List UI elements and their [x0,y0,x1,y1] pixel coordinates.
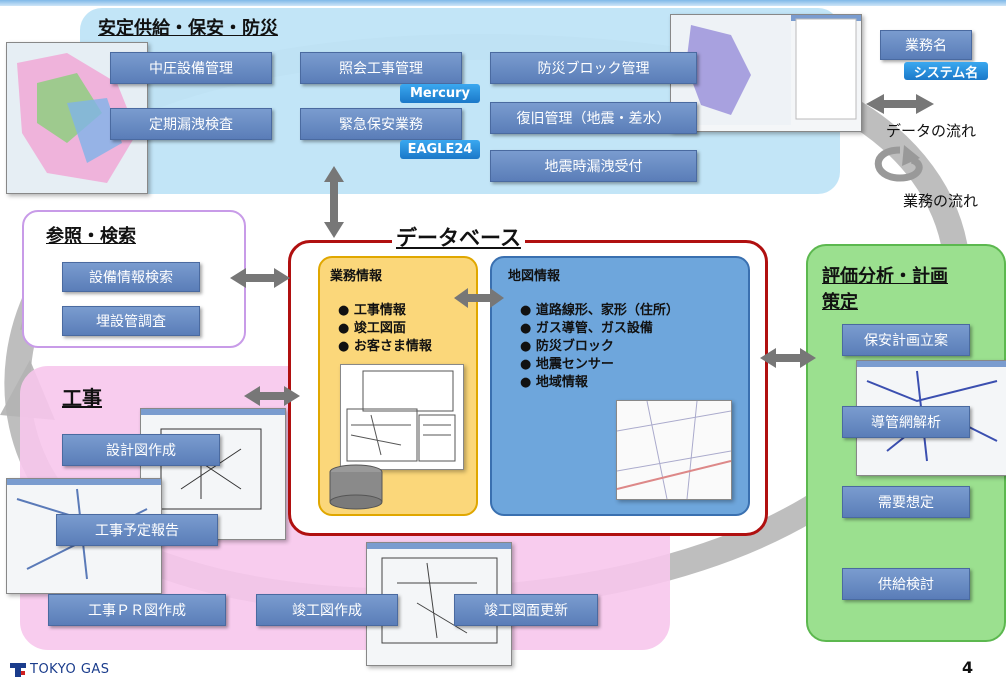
completion-drawing-box[interactable]: 竣工図作成 [256,594,398,626]
demand-forecast-box[interactable]: 需要想定 [842,486,970,518]
supply-section-title: 安定供給・保安・防災 [98,18,278,39]
map-info-title: 地図情報 [508,269,561,284]
buried-pipe-survey-box[interactable]: 埋設管調査 [62,306,200,336]
earthquake-leak-reception-box[interactable]: 地震時漏洩受付 [490,150,697,182]
legend-system-name-tag: システム名 [904,62,988,81]
tokyo-gas-logo: TOKYO GAS [10,662,110,677]
business-info-list: ● 工事情報 ● 竣工図面 ● お客さま情報 [338,302,432,356]
pipe-network-analysis-box[interactable]: 導管網解析 [842,406,970,438]
map-bullet: ● 地震センサー [520,357,614,372]
legend-data-flow-label: データの流れ [886,122,977,140]
legend-business-name: 業務名 [880,30,972,60]
legend-business-flow-label: 業務の流れ [903,192,979,210]
construction-pr-map-box[interactable]: 工事ＰＲ図作成 [48,594,226,626]
eagle24-system-tag: EAGLE24 [400,140,480,159]
business-bullet: ● 工事情報 [338,303,406,318]
analysis-section-title-line1: 評価分析・計画 [822,266,948,287]
design-drawing-box[interactable]: 設計図作成 [62,434,220,466]
supply-system-screenshot [670,14,862,132]
database-title: データベース [392,222,525,252]
mp-facility-management-box[interactable]: 中圧設備管理 [110,52,272,84]
inquiry-construction-box[interactable]: 照会工事管理 [300,52,462,84]
map-bullet: ● 防災ブロック [520,339,614,354]
facility-search-box[interactable]: 設備情報検索 [62,262,200,292]
map-bullet: ● 地域情報 [520,375,588,390]
construction-section-title: 工事 [62,386,102,410]
tokyo-gas-logo-icon [10,662,26,677]
page-number: 4 [962,658,974,677]
map-bullet: ● ガス導管、ガス設備 [520,321,653,336]
completion-update-box[interactable]: 竣工図面更新 [454,594,598,626]
emergency-safety-box[interactable]: 緊急保安業務 [300,108,462,140]
safety-plan-box[interactable]: 保安計画立案 [842,324,970,356]
business-info-title: 業務情報 [330,269,383,284]
recovery-management-box[interactable]: 復旧管理（地震・差水） [490,102,697,134]
company-name: TOKYO GAS [30,662,110,677]
road-map-image [616,400,732,500]
business-bullet: ● 竣工図面 [338,321,406,336]
map-bullet: ● 道路線形、家形（住所） [520,303,679,318]
disaster-block-box[interactable]: 防災ブロック管理 [490,52,697,84]
business-documents-image [340,364,464,470]
construction-schedule-box[interactable]: 工事予定報告 [56,514,218,546]
map-info-list: ● 道路線形、家形（住所） ● ガス導管、ガス設備 ● 防災ブロック ● 地震セ… [520,302,679,392]
top-band [0,0,1006,6]
mercury-system-tag: Mercury [400,84,480,103]
analysis-section-title-line2: 策定 [822,292,858,313]
supply-study-box[interactable]: 供給検討 [842,568,970,600]
periodic-leak-inspection-box[interactable]: 定期漏洩検査 [110,108,272,140]
search-section-title: 参照・検索 [46,226,136,247]
business-bullet: ● お客さま情報 [338,339,432,354]
